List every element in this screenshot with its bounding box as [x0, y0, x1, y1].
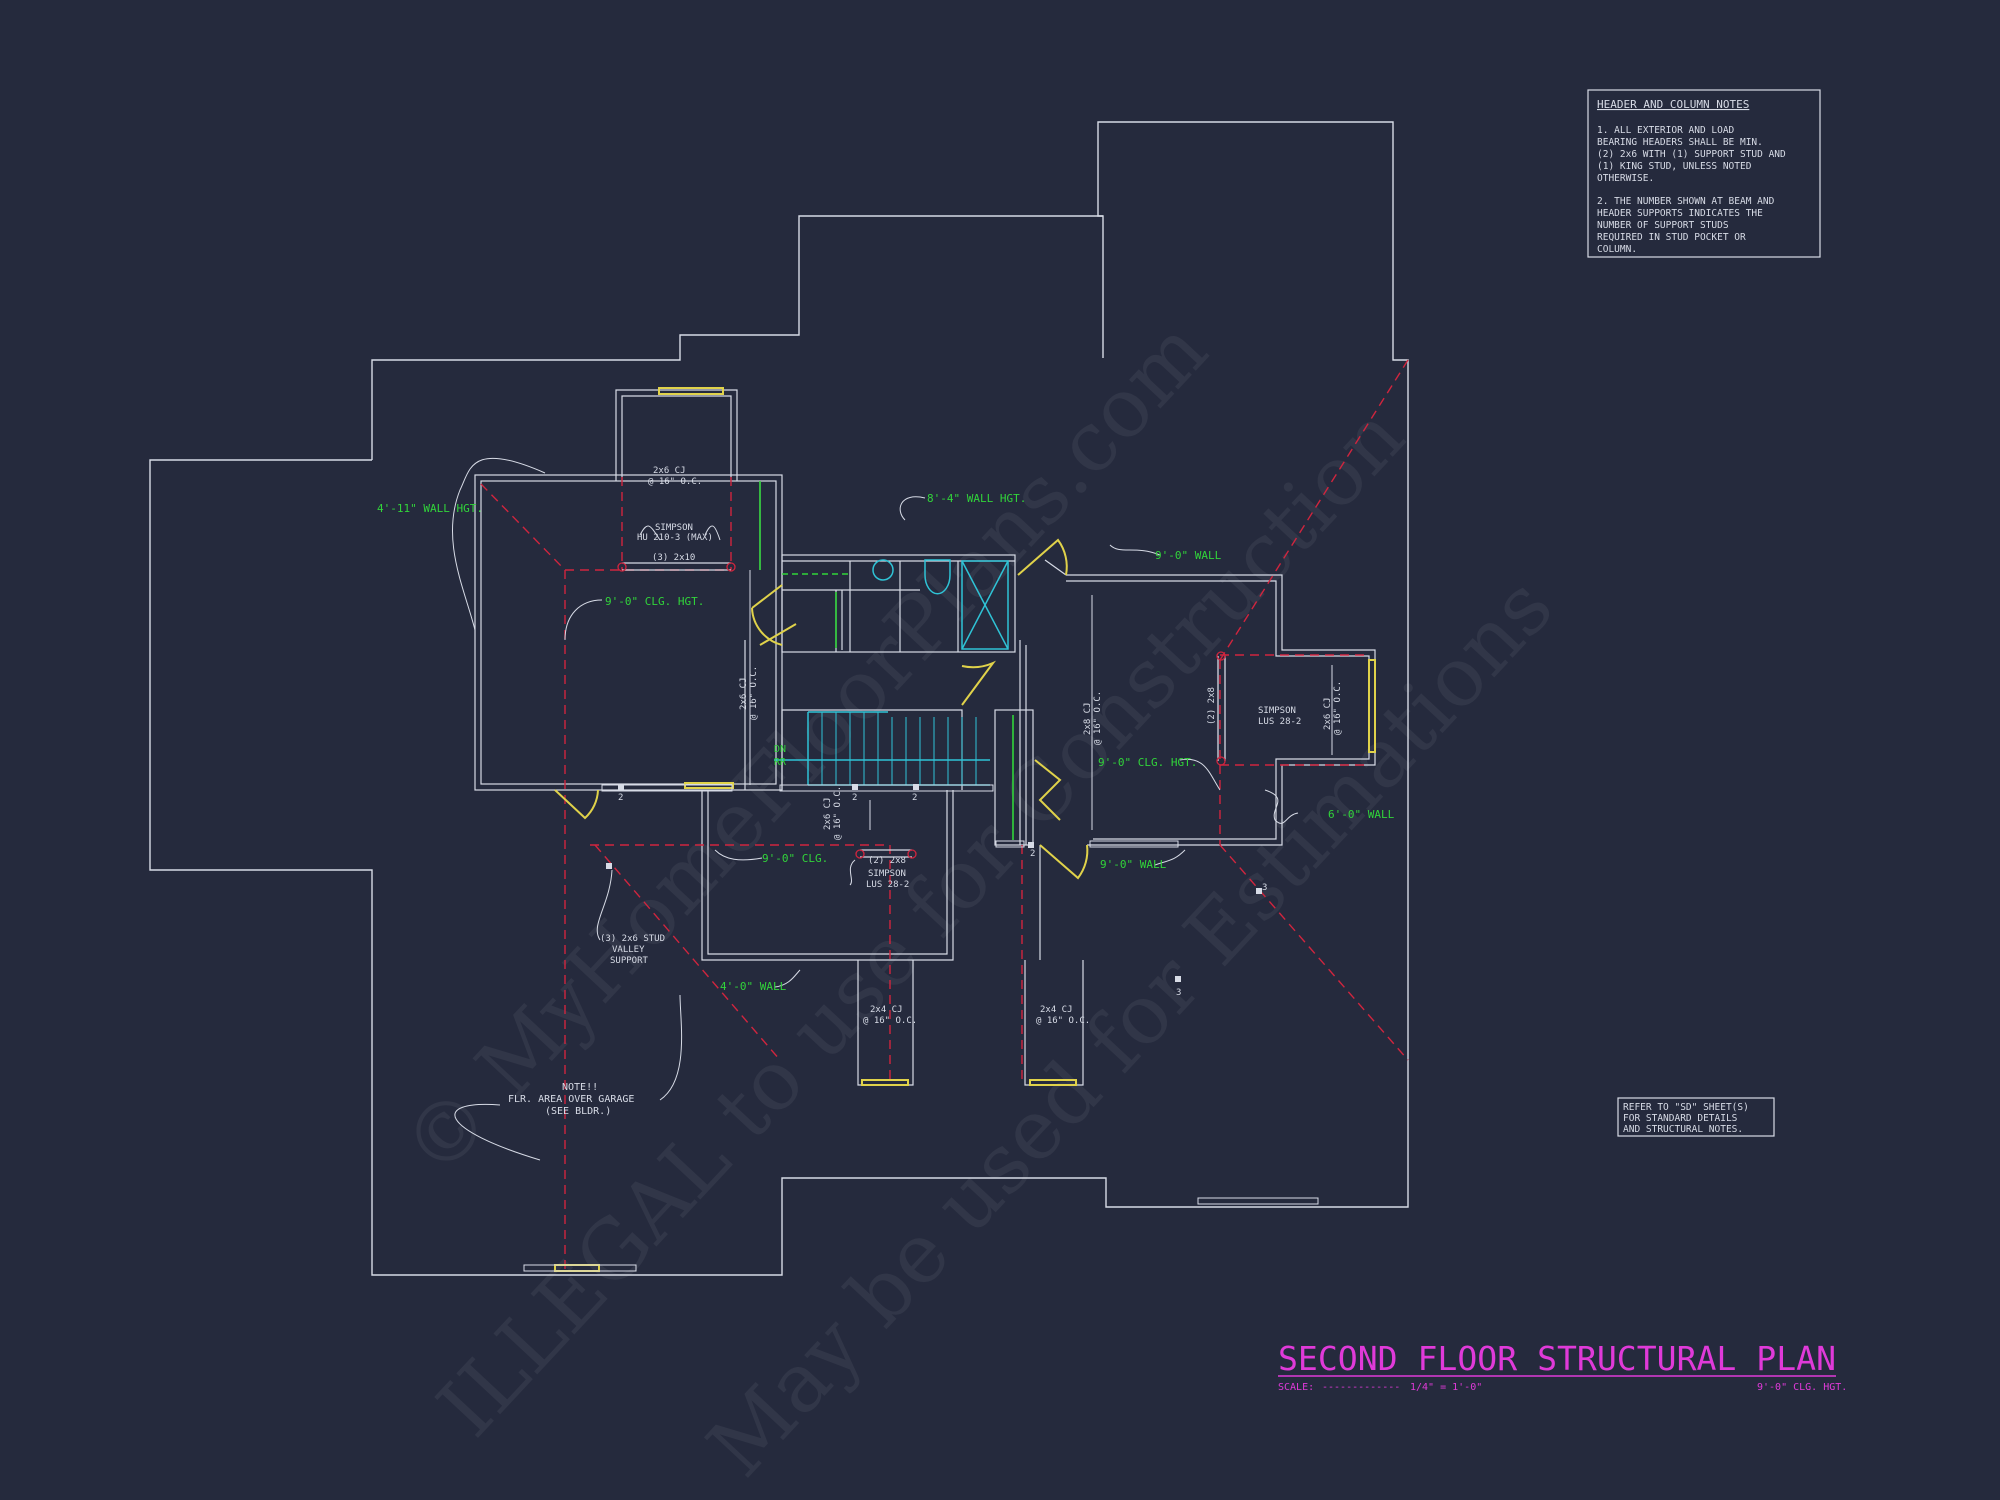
- ceiling-height-note: 9'-0" CLG. HGT.: [1757, 1382, 1847, 1393]
- simpson-right-label: SIMPSON: [1258, 706, 1296, 716]
- plumbing-and-stairs: [774, 559, 1009, 786]
- scale-value: 1/4" = 1'-0": [1410, 1382, 1482, 1393]
- simpson-top-label: SIMPSON: [655, 523, 693, 533]
- label-wall-6-0: 6'-0" WALL: [1328, 808, 1395, 821]
- note1-line2: BEARING HEADERS SHALL BE MIN.: [1597, 137, 1763, 148]
- note2-line2: HEADER SUPPORTS INDICATES THE: [1597, 208, 1763, 219]
- simpson-mid-model: LUS 28-2: [866, 880, 909, 890]
- beam-right-label: (2) 2x8: [1207, 687, 1217, 725]
- green-partitions: [759, 481, 1014, 840]
- refer-line3: AND STRUCTURAL NOTES.: [1623, 1124, 1743, 1135]
- dimension-lines: [749, 570, 1333, 830]
- garage-note-heading: NOTE!!: [562, 1082, 598, 1093]
- note1-line3: (2) 2x6 WITH (1) SUPPORT STUD AND: [1597, 149, 1786, 160]
- cj-bottom2-spacing: @ 16" O.C.: [1036, 1016, 1090, 1026]
- title-block: SECOND FLOOR STRUCTURAL PLAN SCALE: ----…: [1278, 1339, 1847, 1393]
- stud-label-2: VALLEY: [612, 945, 645, 955]
- refer-line1: REFER TO "SD" SHEET(S): [1623, 1102, 1749, 1113]
- note1-line4: (1) KING STUD, UNLESS NOTED: [1597, 161, 1752, 172]
- note2-line4: REQUIRED IN STUD POCKET OR: [1597, 232, 1746, 243]
- stair-rr-label: RR: [774, 757, 787, 768]
- cj-mid-spacing: @ 16" O.C.: [833, 786, 843, 840]
- stud-count-2c: 2: [912, 793, 917, 803]
- header-column-notes: HEADER AND COLUMN NOTES 1. ALL EXTERIOR …: [1587, 89, 1821, 258]
- label-wall-4-11: 4'-11" WALL HGT.: [377, 502, 483, 515]
- stud-count-3b: 3: [1176, 988, 1181, 998]
- beams: [617, 562, 1226, 859]
- cj-top-size: 2x6 CJ: [653, 466, 686, 476]
- cj-top-spacing: @ 16" O.C.: [648, 477, 702, 487]
- leader-lines: [452, 457, 1299, 1161]
- green-labels: 4'-11" WALL HGT. 8'-4" WALL HGT. 9'-0" W…: [377, 492, 1395, 993]
- cj-bottom1-size: 2x4 CJ: [870, 1005, 903, 1015]
- label-clg-9-0-left: 9'-0" CLG. HGT.: [605, 595, 704, 608]
- garage-note-body: FLR. AREA OVER GARAGE: [508, 1094, 634, 1105]
- cj-bottom1-spacing: @ 16" O.C.: [863, 1016, 917, 1026]
- simpson-mid-label: SIMPSON: [868, 869, 906, 879]
- note1-line1: 1. ALL EXTERIOR AND LOAD: [1597, 125, 1735, 136]
- scale-dashes: -------------: [1322, 1382, 1400, 1393]
- note1-line5: OTHERWISE.: [1597, 173, 1654, 184]
- stud-count-2a: 2: [618, 793, 623, 803]
- label-clg-9-0-mid: 9'-0" CLG.: [762, 852, 828, 865]
- white-labels: 2x6 CJ @ 16" O.C. SIMPSON HU 210-3 (MAX)…: [508, 466, 1343, 1117]
- beam-top-label: (3) 2x10: [652, 553, 695, 563]
- notes-body: 1. ALL EXTERIOR AND LOAD BEARING HEADERS…: [1597, 125, 1786, 255]
- simpson-right-model: LUS 28-2: [1258, 717, 1301, 727]
- stud-count-3a: 3: [1262, 883, 1267, 893]
- cj-right-vert-size: 2x8 CJ: [1083, 702, 1093, 735]
- beam-hatching: [523, 784, 1319, 1272]
- refer-to-sd-box: REFER TO "SD" SHEET(S) FOR STANDARD DETA…: [1617, 1097, 1775, 1137]
- stud-count-2d: 2: [1030, 849, 1035, 859]
- beam-mid-label: (2) 2x8: [868, 856, 906, 866]
- note2-line5: COLUMN.: [1597, 244, 1637, 255]
- label-wall-9-0-bottom: 9'-0" WALL: [1100, 858, 1167, 871]
- support-posts: [606, 784, 1262, 982]
- label-wall-8-4: 8'-4" WALL HGT.: [927, 492, 1026, 505]
- stud-label-3: SUPPORT: [610, 956, 649, 966]
- cj-vert-size: 2x6 CJ: [739, 677, 749, 710]
- scale-label: SCALE:: [1278, 1382, 1314, 1393]
- cj-far-right-size: 2x6 CJ: [1323, 697, 1333, 730]
- stair-treads: [821, 712, 977, 785]
- cj-mid-size: 2x6 CJ: [823, 797, 833, 830]
- label-wall-9-0-top: 9'-0" WALL: [1155, 549, 1222, 562]
- label-wall-4-0: 4'-0" WALL: [720, 980, 787, 993]
- cj-right-vert-spacing: @ 16" O.C.: [1093, 691, 1103, 745]
- roof-outline: [149, 121, 1409, 1276]
- refer-line2: FOR STANDARD DETAILS: [1623, 1113, 1738, 1124]
- stair-dn-label: DN: [774, 744, 786, 755]
- stud-label-1: (3) 2x6 STUD: [600, 934, 665, 944]
- cj-far-right-spacing: @ 16" O.C.: [1333, 681, 1343, 735]
- sheet-title: SECOND FLOOR STRUCTURAL PLAN: [1278, 1339, 1836, 1378]
- cj-bottom2-size: 2x4 CJ: [1040, 1005, 1073, 1015]
- notes-heading: HEADER AND COLUMN NOTES: [1597, 98, 1749, 111]
- label-clg-9-0-right: 9'-0" CLG. HGT.: [1098, 756, 1197, 769]
- cj-vert-spacing: @ 16" O.C.: [749, 666, 759, 720]
- windows-and-doors: [554, 387, 1376, 1272]
- simpson-top-model: HU 210-3 (MAX): [637, 533, 713, 543]
- interior-walls: [474, 389, 1376, 1086]
- note2-line1: 2. THE NUMBER SHOWN AT BEAM AND: [1597, 196, 1775, 207]
- garage-note-ref: (SEE BLDR.): [545, 1106, 611, 1117]
- stud-count-2b: 2: [852, 793, 857, 803]
- note2-line3: NUMBER OF SUPPORT STUDS: [1597, 220, 1729, 231]
